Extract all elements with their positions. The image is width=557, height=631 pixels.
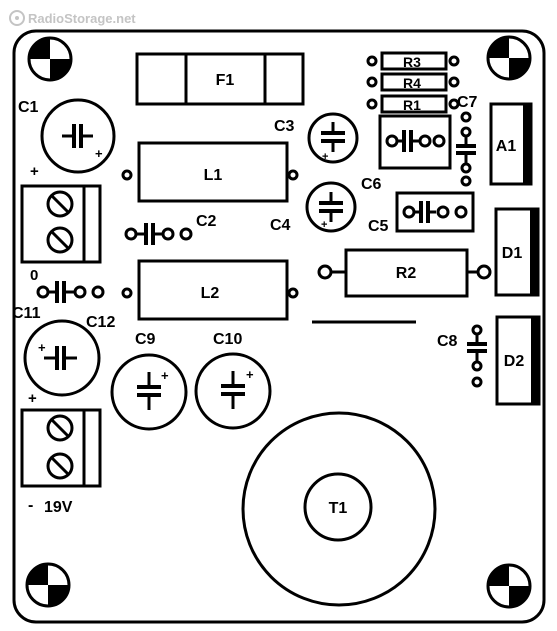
- capacitor-c5: C5: [368, 191, 475, 235]
- label-l1: L1: [204, 167, 223, 184]
- mounting-hole-top-right: [486, 35, 532, 81]
- label-r3: R3: [403, 54, 421, 70]
- label-voltage: 19V: [44, 499, 73, 516]
- label-d2: D2: [504, 353, 525, 370]
- label-c12: C12: [86, 314, 115, 331]
- label-r1: R1: [403, 97, 421, 113]
- terminal-block-bottom: + - 19V: [20, 390, 102, 516]
- resistor-r3: R3: [366, 51, 460, 71]
- terminal-block-top: + 0: [20, 163, 102, 284]
- svg-text:+: +: [95, 146, 103, 161]
- resistor-r2: R2: [317, 248, 492, 298]
- diode-d1: D1: [494, 207, 540, 297]
- label-a1: A1: [496, 138, 517, 155]
- label-l2: L2: [201, 285, 220, 302]
- watermark-text: RadioStorage.net: [28, 11, 136, 26]
- watermark: RadioStorage.net: [9, 10, 136, 26]
- label-plus-top: +: [30, 163, 39, 180]
- capacitor-c10: + C10: [194, 331, 272, 430]
- label-minus-bottom: -: [28, 497, 33, 514]
- capacitor-c7: C7: [456, 94, 478, 187]
- label-d1: D1: [502, 245, 523, 262]
- label-plus-bottom: +: [28, 390, 37, 407]
- label-c9: C9: [135, 331, 156, 348]
- label-f1: F1: [216, 72, 235, 89]
- mounting-hole-bottom-left: [25, 562, 71, 608]
- capacitor-c4: + C4: [270, 181, 357, 234]
- capacitor-c8: C8: [437, 324, 487, 388]
- label-zero: 0: [30, 267, 38, 284]
- resistor-r1: R1: [366, 94, 460, 114]
- mounting-hole-bottom-right: [486, 563, 532, 609]
- mounting-hole-top-left: [27, 36, 73, 82]
- inductor-l1: L1: [121, 141, 299, 203]
- capacitor-c3: + C3: [274, 112, 359, 164]
- resistor-r4: R4: [366, 72, 460, 92]
- svg-text:+: +: [38, 340, 46, 355]
- capacitor-c6: C6: [361, 114, 452, 193]
- inductor-l2: L2: [121, 259, 299, 321]
- label-r4: R4: [403, 75, 421, 91]
- label-c3: C3: [274, 118, 295, 135]
- capacitor-c1: + C1: [18, 98, 116, 174]
- svg-text:+: +: [321, 219, 327, 231]
- capacitor-c9: + C9: [110, 331, 188, 431]
- capacitor-c2: C2: [124, 213, 217, 245]
- svg-text:+: +: [161, 368, 169, 383]
- label-c4: C4: [270, 217, 291, 234]
- label-c6: C6: [361, 176, 382, 193]
- diode-d2: D2: [495, 315, 541, 406]
- label-c11: C11: [12, 305, 41, 322]
- label-c1: C1: [18, 99, 39, 116]
- label-t1: T1: [329, 500, 348, 517]
- fuse-f1: F1: [135, 52, 305, 106]
- svg-text:+: +: [322, 151, 328, 163]
- label-c2: C2: [196, 213, 217, 230]
- label-c10: C10: [213, 331, 242, 348]
- label-r2: R2: [396, 265, 417, 282]
- svg-text:+: +: [246, 367, 254, 382]
- label-c7: C7: [457, 94, 478, 111]
- capacitor-c11: + C11: [12, 305, 101, 397]
- component-a1: A1: [489, 102, 533, 186]
- transformer-t1: T1: [241, 411, 437, 607]
- label-c8: C8: [437, 333, 458, 350]
- capacitor-c12: C12: [36, 281, 115, 331]
- label-c5: C5: [368, 218, 389, 235]
